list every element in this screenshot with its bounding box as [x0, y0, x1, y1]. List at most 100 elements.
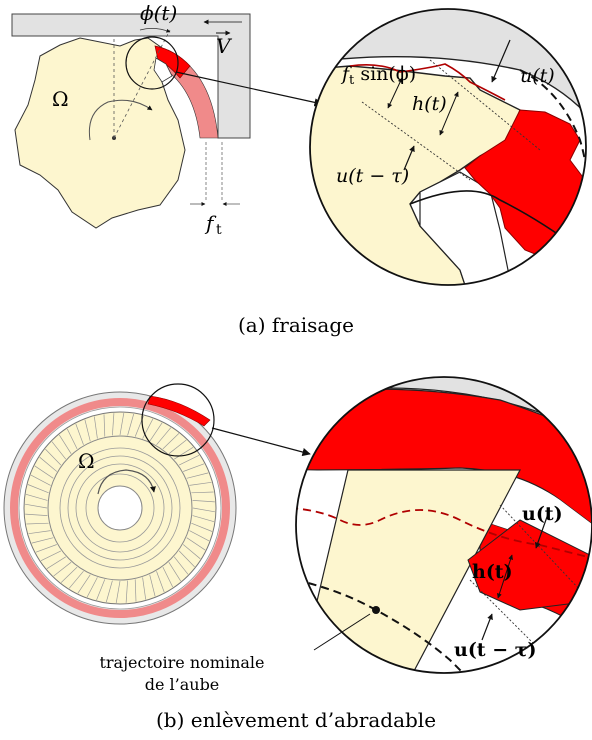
rotor-blade — [26, 522, 49, 525]
tool-cavity — [153, 57, 173, 83]
zoom-a-h-dim — [439, 91, 459, 136]
zoom-b-dotted-2 — [469, 579, 541, 651]
zoom-b-h-dim — [497, 554, 513, 599]
panel-b: Ω — [3, 376, 592, 732]
zoom-b-h-label: h(t) — [472, 561, 513, 583]
rotor-blade — [25, 493, 48, 501]
rotor-blade — [35, 544, 57, 553]
rotor-blade — [183, 463, 205, 472]
rotor-blade — [28, 530, 51, 535]
zoom-a-content — [310, 9, 586, 285]
zoom-a-udelay-arrow — [403, 145, 415, 171]
hub-hole — [97, 485, 143, 531]
zoom-a-hole — [419, 171, 511, 285]
omega-label-b: Ω — [78, 449, 95, 473]
zoom-b-u-label: u(t) — [522, 503, 563, 525]
panel-a: ϕ(t) V Ω f t — [11, 1, 587, 337]
rotor-blade — [39, 456, 58, 472]
rotor-blade — [84, 419, 91, 442]
disc-3 — [67, 455, 173, 561]
trajectory-label-line1: trajectoire nominale — [99, 653, 264, 672]
zoom-b-prev-path — [296, 507, 592, 561]
rotor-blade — [191, 491, 214, 494]
rotor-blade — [162, 433, 180, 450]
rotor-blade — [119, 413, 125, 436]
rotor-blade — [178, 550, 195, 568]
rotor-blade — [186, 472, 209, 479]
rotor-blade — [59, 434, 72, 454]
rotor-blade — [93, 416, 98, 439]
rotor-blade — [149, 422, 163, 442]
rotor-blade — [51, 441, 67, 460]
rotor-blade — [192, 515, 215, 523]
rotor-blade — [142, 577, 147, 600]
rotor-blade — [156, 571, 165, 593]
magnifier-circle-a — [125, 36, 179, 90]
zoom-a-u-arrow — [491, 39, 511, 83]
rotor-blade — [103, 414, 106, 437]
disc-5 — [85, 473, 155, 543]
rotor-blade — [30, 474, 51, 486]
rotor-blade — [191, 522, 213, 532]
blade-lines — [25, 413, 215, 603]
rotor-blade — [86, 577, 98, 598]
phi-arc — [139, 28, 171, 33]
rotor-blade — [149, 574, 156, 597]
magnifier-circle-b — [141, 383, 215, 457]
rotor-blade — [189, 481, 212, 486]
zoom-b-udelay-label: u(t − τ) — [454, 639, 537, 661]
rotor-blade — [174, 447, 194, 460]
zoom-b-nominal-path — [296, 579, 481, 673]
caption-b: (b) enlèvement d’abradable — [156, 708, 436, 732]
disc-2 — [59, 447, 181, 569]
rotation-arrow-b — [97, 469, 156, 495]
rotor-blade — [25, 503, 48, 509]
chip-thickness-label: ft sin(ϕ) — [340, 63, 416, 88]
rotor-blade — [53, 561, 72, 577]
phi-label: ϕ(t) — [140, 1, 177, 25]
abradable-ring — [10, 398, 230, 618]
caption-a: (a) fraisage — [238, 313, 354, 337]
rotor-blade — [127, 413, 135, 436]
rotor-blade — [27, 484, 49, 494]
zoom-b-abradable — [296, 388, 592, 532]
velocity-label: V — [216, 34, 233, 58]
rotor-blade — [31, 537, 54, 544]
disc-4 — [75, 463, 165, 553]
rotor-blade — [40, 550, 62, 562]
rotor-blade — [34, 465, 54, 479]
rotor-blade — [66, 428, 78, 450]
trajectory-label-line2: de l’aube — [145, 675, 220, 694]
rotor-blade — [115, 580, 121, 603]
contact-zone-red — [147, 395, 211, 427]
zoom-a-chip-outline — [349, 63, 506, 101]
zoom-a-udelay-label: u(t − τ) — [336, 165, 409, 187]
rotor-blade — [189, 530, 210, 542]
rotor-blade — [192, 500, 215, 503]
rotor-blade — [156, 427, 172, 446]
rotor-blade — [182, 544, 201, 560]
rotor-blade — [45, 448, 62, 466]
rotation-arrow — [88, 99, 153, 141]
zoom-circle-a — [309, 8, 587, 286]
zoom-circle-b — [295, 376, 592, 674]
rotor-blade — [192, 507, 215, 513]
rotor-blade — [178, 454, 200, 466]
zoom-b-u-arrow — [534, 513, 549, 549]
rotor-blade — [134, 579, 137, 602]
omega-label: Ω — [52, 87, 69, 111]
zoom-a-u-label: u(t) — [520, 65, 555, 87]
rotor-blade — [168, 439, 187, 455]
rotor-blade — [142, 418, 154, 439]
rotor-blade — [112, 413, 115, 436]
rotor-blade — [173, 556, 189, 575]
rotor-blade — [105, 580, 113, 603]
rotor-blade — [96, 579, 106, 601]
rotor-blade — [77, 574, 91, 594]
rotor-blade — [25, 513, 48, 516]
trajectory-pointer — [313, 613, 371, 651]
rotor-blade — [46, 556, 66, 569]
rotor-blade — [75, 423, 84, 445]
zoom-a-fsin-dim — [387, 77, 403, 109]
